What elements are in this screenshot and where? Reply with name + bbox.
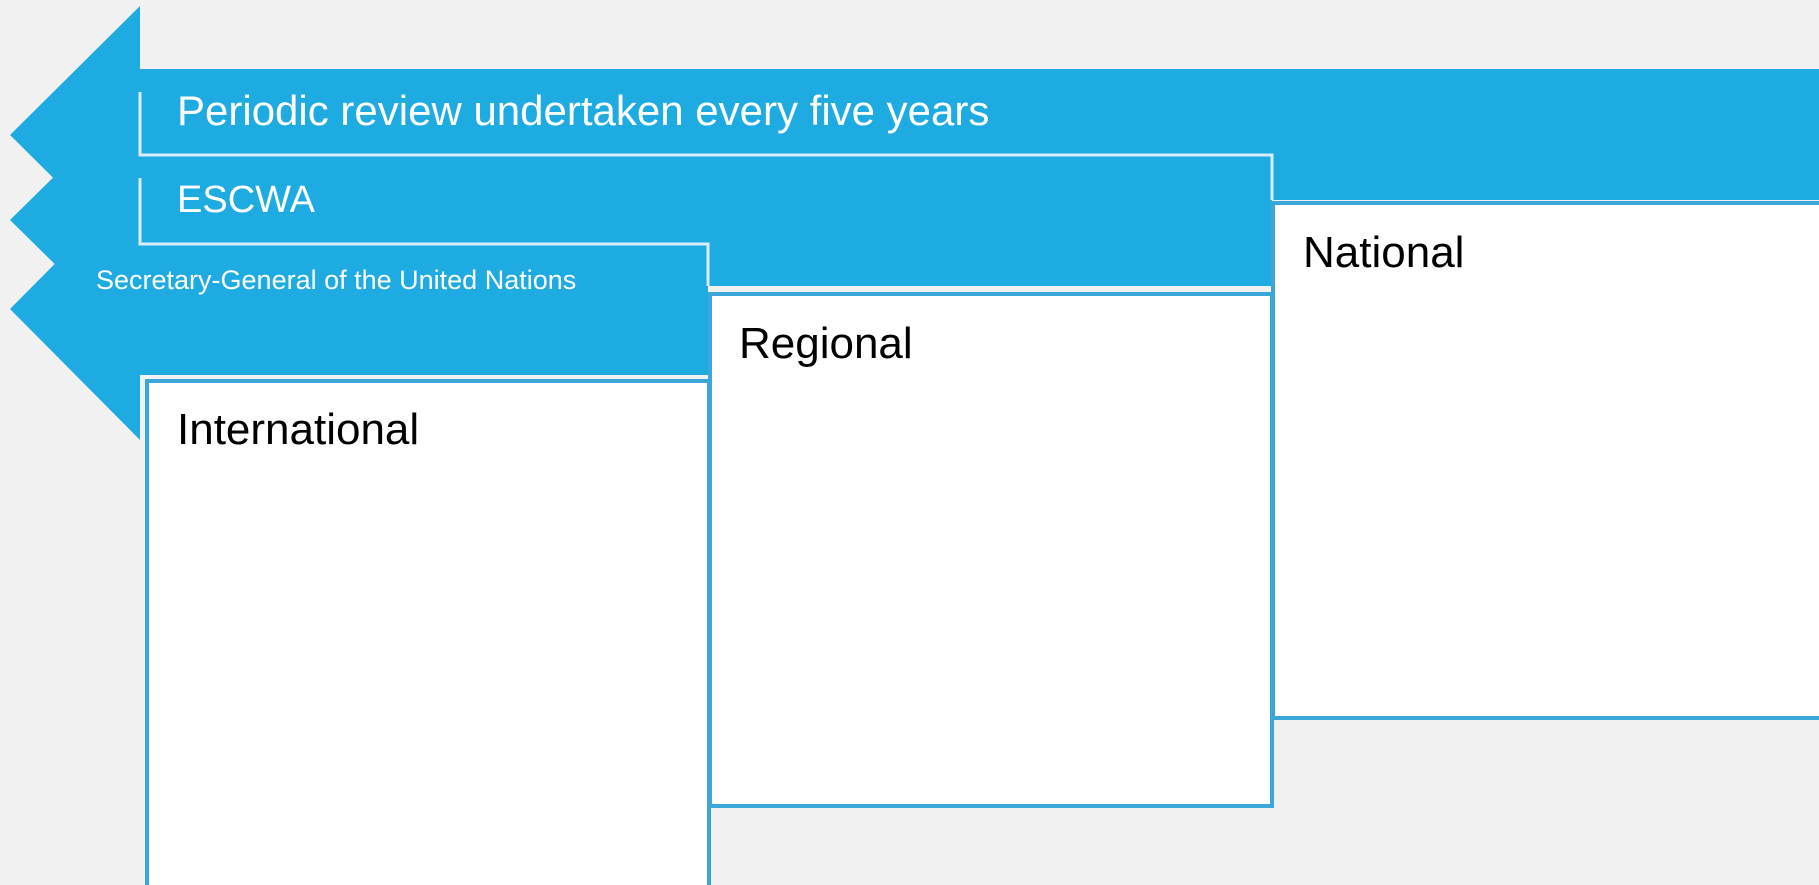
separator-line-2 (138, 178, 710, 286)
arrow-secretary-general (10, 178, 708, 440)
arrow-label-secretary-general: Secretary-General of the United Nations (96, 265, 577, 295)
level-label-regional: Regional (739, 319, 913, 368)
arrow-label-periodic-review: Periodic review undertaken every five ye… (177, 87, 990, 134)
box-international (145, 379, 711, 885)
arrow-label-escwa: ESCWA (177, 179, 315, 221)
level-label-national: National (1303, 228, 1465, 277)
separator-line-1 (138, 92, 1274, 200)
level-label-international: International (177, 405, 420, 454)
box-national (1271, 201, 1819, 720)
box-regional (708, 292, 1274, 808)
